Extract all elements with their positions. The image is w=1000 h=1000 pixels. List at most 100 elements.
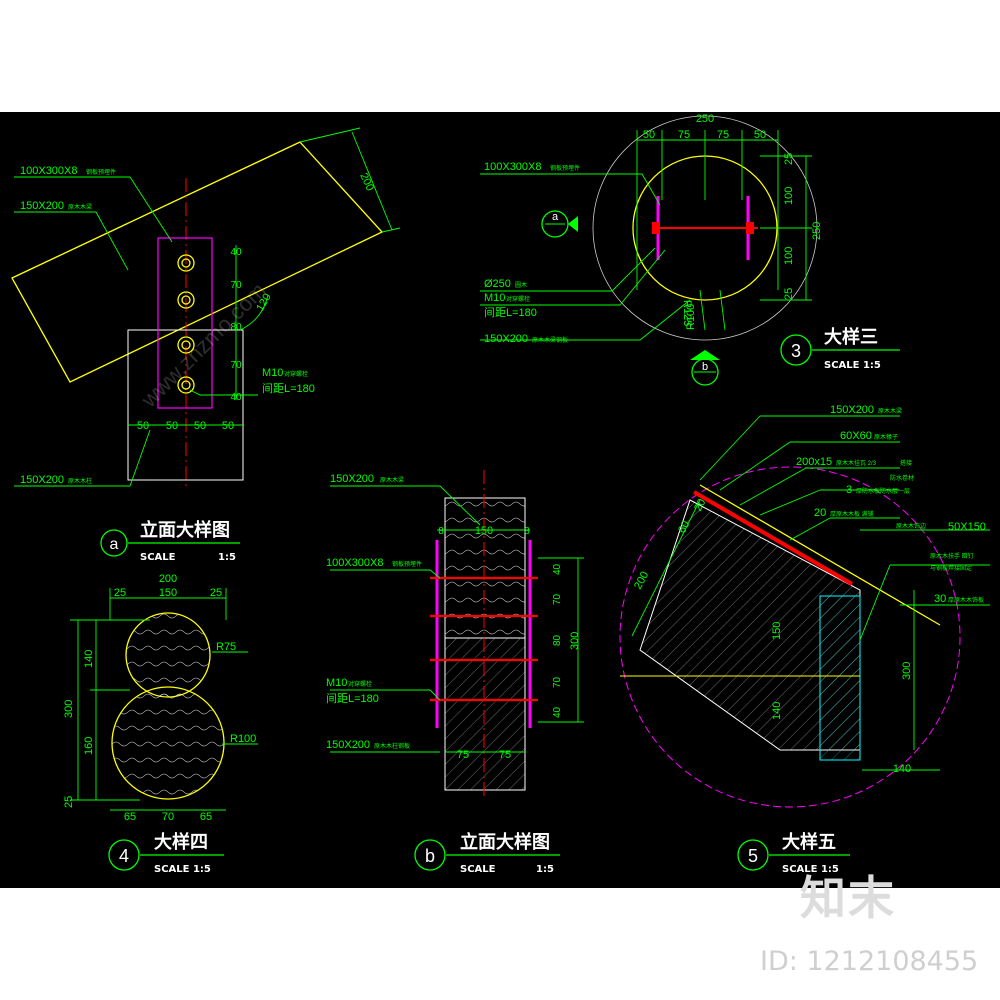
label5-6-note: 厚原木木板 满铺 [830, 510, 874, 518]
dim4-left-3: 25 [63, 796, 75, 808]
dim-top-3: 75 [717, 129, 729, 141]
dim4-r100: R100 [230, 733, 256, 745]
label-plate-b: 100X300X8 [326, 557, 384, 569]
detail-letter-a: a [110, 536, 119, 553]
dim-h1: 50 [137, 420, 149, 432]
title-block-b: b 立面大样图 SCALE 1:5 [414, 831, 560, 875]
label-bolt-len-b: 间距L=180 [326, 692, 379, 705]
label-col-note-b: 原木木柱钢板 [374, 742, 410, 750]
label-plate: 100X300X8 [20, 165, 78, 177]
label-beam-note-3: 原木木梁钢板 [532, 336, 568, 344]
dimb-top-2: 150 [475, 525, 493, 537]
dim-v1: 40 [230, 247, 242, 258]
label5-2-note: 原木椽子 [874, 433, 898, 441]
detail-number-4: 4 [119, 846, 129, 866]
label-beam-note: 原木木梁 [68, 203, 92, 211]
large-log [111, 686, 225, 800]
dim-200: 200 [357, 171, 376, 193]
scale-value-b: 1:5 [536, 864, 554, 875]
section-mark-a: a [541, 210, 578, 238]
dimb-top-3: 8 [524, 526, 530, 537]
roof-edge [699, 484, 941, 626]
detail-a: 40 70 80 70 40 50 50 50 50 120 200 100X3… [11, 127, 401, 563]
small-log [125, 612, 211, 698]
brand-watermark: 知末 [800, 871, 896, 925]
scale-label-b: SCALE [460, 864, 496, 875]
cad-drawing: 40 70 80 70 40 50 50 50 50 120 200 100X3… [11, 113, 990, 875]
dim4-top-1: 25 [114, 587, 126, 599]
dim-right-1: 25 [783, 153, 795, 165]
title-block-a: a 立面大样图 SCALE 1:5 [100, 519, 240, 563]
dim-top-2: 75 [678, 129, 690, 141]
label-beam-note-b: 原木木梁 [380, 476, 404, 484]
dim-v2: 70 [230, 280, 242, 291]
detail-4: 200 25 150 25 300 140 160 25 65 70 65 R7… [63, 573, 258, 875]
dim-top-1: 50 [643, 129, 655, 141]
title-block-5: 5 大样五 SCALE 1:5 [737, 831, 850, 875]
label5-7: 原木木饰边 [896, 522, 926, 530]
title-block-4: 4 大样四 SCALE 1:5 [108, 831, 224, 875]
dim-v3: 80 [230, 322, 242, 333]
label-plate-note: 钢板预埋件 [86, 168, 116, 176]
label-bolt-3: M10 [484, 292, 505, 304]
dim4-top-3: 25 [210, 587, 222, 599]
label-bolt-b: M10 [326, 677, 347, 689]
detail-circle [619, 466, 961, 808]
dimb-bot-1: 75 [457, 749, 469, 761]
label5-2: 60X60 [840, 430, 872, 442]
dim4-left-2: 160 [83, 737, 95, 755]
dim-right-total: 250 [811, 222, 823, 240]
image-id-watermark: ID: 1212108455 [760, 946, 979, 977]
dim-r125: R125 [681, 300, 693, 326]
outer-circle [592, 115, 818, 341]
label5-3: 200x15 [796, 456, 832, 468]
dim4-left-total: 300 [63, 700, 75, 718]
label5-4: 防水卷材 [890, 474, 914, 482]
steel-plate [157, 237, 213, 409]
label-bolt-note-3: 对穿螺栓 [506, 295, 530, 303]
detail-b: 8 150 8 40 70 80 70 40 300 75 75 150X200… [326, 470, 584, 875]
dim4-bot-2: 70 [162, 811, 174, 823]
dim5-300: 300 [901, 662, 913, 680]
dim-v5: 40 [230, 392, 242, 403]
label-beam-b: 150X200 [330, 473, 374, 485]
label-bolt-note: 对穿螺栓 [284, 370, 308, 378]
scale-5: SCALE 1:5 [782, 864, 839, 875]
detail-number-3: 3 [791, 341, 801, 361]
trim-board [819, 595, 861, 761]
dimb-top-1: 8 [438, 526, 444, 537]
label5-3-tail: 搭接 [900, 459, 912, 467]
dim-top-4: 50 [754, 129, 766, 141]
label5-1: 150X200 [830, 404, 874, 416]
dimb-right-4: 70 [552, 676, 563, 688]
scale-label-a: SCALE [140, 552, 176, 563]
label-plate-3: 100X300X8 [484, 161, 542, 173]
title-a: 立面大样图 [140, 519, 230, 541]
dimb-right-5: 40 [552, 706, 563, 718]
dimb-bot-2: 75 [499, 749, 511, 761]
dim4-top-2: 150 [159, 587, 177, 599]
label5-3-note: 原木木挂瓦 2/3 [836, 459, 877, 467]
column-section [444, 637, 526, 791]
dim-right-3: 100 [783, 247, 795, 265]
dim-right-4: 25 [783, 288, 795, 300]
title-4: 大样四 [154, 831, 208, 853]
dim-right-2: 100 [783, 187, 795, 205]
column [127, 329, 244, 481]
section-letter-b: b [702, 361, 708, 373]
label-bolt: M10 [262, 367, 283, 379]
dim5-60: 60 [676, 519, 692, 535]
dimb-right-3: 80 [552, 634, 563, 646]
dim4-left-1: 140 [83, 650, 95, 668]
bolts [177, 254, 195, 394]
label5-9: 与钢板焊接固定 [930, 564, 972, 572]
label5-1-note: 原木木梁 [878, 407, 902, 415]
dim4-bot-1: 65 [124, 811, 136, 823]
dim5-150: 150 [771, 622, 783, 640]
label-plate-note-3: 钢板预埋件 [550, 164, 580, 172]
scale-3: SCALE 1:5 [824, 360, 881, 371]
label-dia-note: 圆木 [515, 281, 527, 289]
label-column-note: 原木木柱 [68, 477, 92, 485]
label-col-b: 150X200 [326, 739, 370, 751]
leaders [14, 127, 401, 487]
